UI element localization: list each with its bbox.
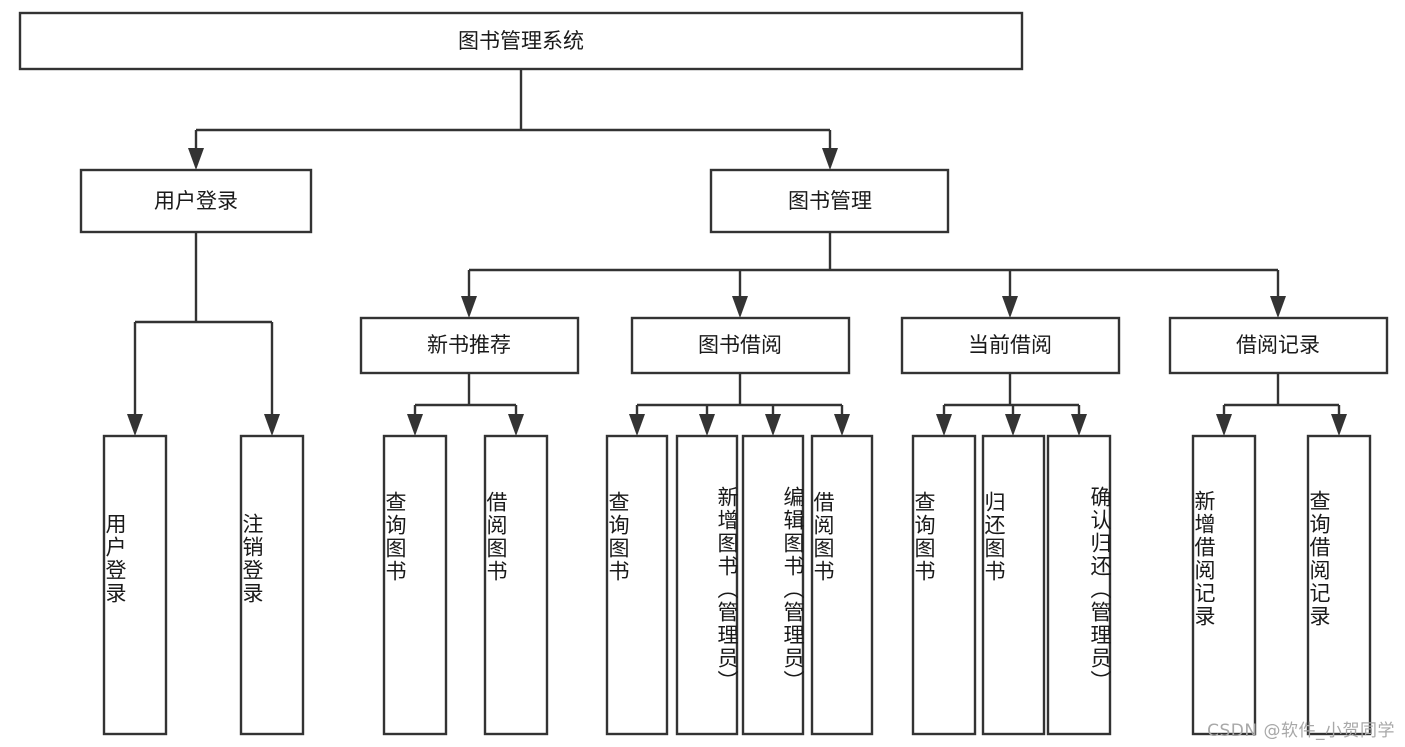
connector-group-current-borrow [936,373,1087,436]
node-borrow-record-label: 借阅记录 [1236,333,1320,357]
node-user-login-box[interactable] [79,168,313,234]
arrowhead-borrow-record [1270,296,1286,318]
node-book-manage-box[interactable] [709,168,950,234]
node-borrow-record-box[interactable] [1168,316,1389,375]
node-user-login[interactable]: 用户登录 [79,168,313,234]
node-new-book-recommend-box[interactable] [359,316,580,375]
arrowhead-leaf-borrow-book-1 [508,414,524,436]
node-borrow-record[interactable]: 借阅记录 [1168,316,1389,375]
arrowhead-leaf-return-book [1005,414,1021,436]
node-book-borrow-label: 图书借阅 [698,333,782,357]
arrowhead-leaf-query-book-2 [629,414,645,436]
leaf-box-edit-book-admin[interactable] [741,434,805,736]
arrowhead-leaf-logout-login [264,414,280,436]
node-book-manage-label: 图书管理 [788,189,872,213]
leaf-box-borrow-book-2[interactable] [810,434,874,736]
arrowhead-book-borrow [732,296,748,318]
node-root-label: 图书管理系统 [458,29,584,53]
arrowhead-current-borrow [1002,296,1018,318]
arrowhead-leaf-confirm-return-admin [1071,414,1087,436]
arrowhead-leaf-query-book-3 [936,414,952,436]
connector-group-root [188,69,838,170]
leaf-box-query-book-1[interactable] [382,434,448,736]
arrowhead-leaf-user-login [127,414,143,436]
node-current-borrow-box[interactable] [900,316,1121,375]
leaf-box-add-book-admin[interactable] [675,434,739,736]
node-root[interactable]: 图书管理系统 [18,11,1024,71]
node-book-borrow-box[interactable] [630,316,851,375]
leaf-box-borrow-book-1[interactable] [483,434,549,736]
leaf-box-add-borrow-record[interactable] [1191,434,1257,736]
connector-group-book-borrow [629,373,850,436]
leaf-box-confirm-return-admin[interactable] [1046,434,1112,736]
arrowhead-leaf-edit-book-admin [765,414,781,436]
connector-group-book-manage [461,232,1286,318]
arrowhead-leaf-borrow-book-2 [834,414,850,436]
node-root-box[interactable] [18,11,1024,71]
leaf-box-query-borrow-record[interactable] [1306,434,1372,736]
csdn-watermark: CSDN @软件_小贺同学 [1207,721,1395,741]
leaf-box-return-book[interactable] [981,434,1046,736]
node-book-manage[interactable]: 图书管理 [709,168,950,234]
leaf-box-query-book-2[interactable] [605,434,669,736]
leaf-box-user-login[interactable] [102,434,168,736]
arrowhead-user-login [188,148,204,170]
node-user-login-label: 用户登录 [154,189,238,213]
connector-group-borrow-record [1216,373,1347,436]
node-new-book-recommend[interactable]: 新书推荐 [359,316,580,375]
node-new-book-recommend-label: 新书推荐 [427,333,511,357]
leaf-box-query-book-3[interactable] [911,434,977,736]
node-current-borrow-label: 当前借阅 [968,333,1052,357]
leaf-boxes [102,434,1372,736]
arrowhead-leaf-add-borrow-record [1216,414,1232,436]
connector-group-user-login [127,232,280,436]
arrowhead-leaf-query-borrow-record [1331,414,1347,436]
node-book-borrow[interactable]: 图书借阅 [630,316,851,375]
arrowhead-new-book-recommend [461,296,477,318]
connector-group-new-book-recommend [407,373,524,436]
arrowhead-leaf-query-book-1 [407,414,423,436]
arrowhead-leaf-add-book-admin [699,414,715,436]
node-current-borrow[interactable]: 当前借阅 [900,316,1121,375]
leaf-box-logout-login[interactable] [239,434,305,736]
arrowhead-book-manage [822,148,838,170]
